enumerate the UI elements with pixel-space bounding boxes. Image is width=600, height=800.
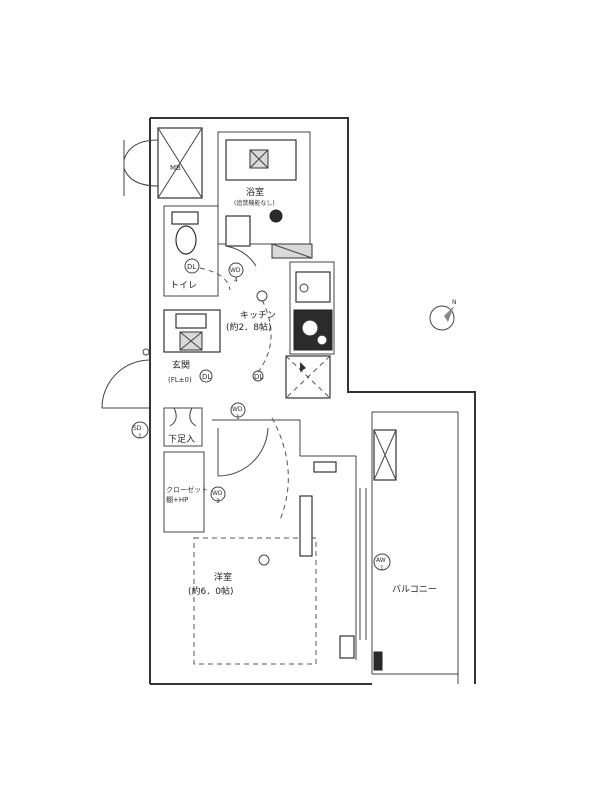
wd3-label: WD <box>212 490 223 497</box>
sd-label: SD <box>133 425 142 432</box>
meter-box: MB <box>123 127 203 199</box>
balcony-window: AW 1 <box>359 429 397 671</box>
wd-label-kitchen: WD <box>230 267 241 274</box>
toilet-room: DL トイレ <box>163 205 231 297</box>
western-size: (約6．0帖) <box>188 585 233 597</box>
closet: クローゼット 棚+HP WD 3 <box>163 451 226 533</box>
entrance: 玄関 (FL±0) DL SD 1 <box>101 346 213 440</box>
bath-note: (追焚機能なし) <box>234 199 275 207</box>
exterior-walls <box>149 117 476 685</box>
kitchen-label: キッチン <box>240 310 276 321</box>
washroom <box>225 215 313 267</box>
balcony-label: バルコニー <box>392 584 437 595</box>
shoebox-label: 下足入 <box>168 434 195 445</box>
kitchen-dl: DL <box>254 373 263 381</box>
toilet-dl: DL <box>187 263 196 271</box>
wd3-num: 3 <box>216 498 220 505</box>
entrance-label: 玄関 <box>172 359 190 371</box>
balcony: バルコニー <box>392 584 437 595</box>
entrance-dl: DL <box>202 373 211 381</box>
compass-icon: N <box>429 299 457 331</box>
compass-north: N <box>452 299 457 306</box>
entrance-fl: (FL±0) <box>168 376 192 384</box>
kitchen: WD 4 DL キッチン (約2．8帖) <box>226 261 335 399</box>
aw-num: 1 <box>380 565 384 572</box>
closet-sub: 棚+HP <box>166 495 188 504</box>
closet-label: クローゼット <box>166 485 208 494</box>
wd1-label: WD <box>232 406 243 413</box>
hall-door: WD 1 <box>212 402 300 521</box>
vanity <box>163 309 221 353</box>
toilet-label: トイレ <box>170 281 197 291</box>
wd1-num: 1 <box>236 414 240 421</box>
western-room: 洋室 (約6．0帖) <box>188 420 357 665</box>
bath-room: 浴室 (追焚機能なし) <box>217 131 311 245</box>
sd-num: 1 <box>138 433 142 440</box>
western-label: 洋室 <box>214 571 232 583</box>
kitchen-size: (約2．8帖) <box>226 321 271 333</box>
aw-label: AW <box>376 557 386 564</box>
bath-label: 浴室 <box>246 186 264 198</box>
mb-label: MB <box>170 164 181 172</box>
shoe-cabinet: 下足入 <box>163 407 203 447</box>
wd-num-kitchen: 4 <box>234 277 238 284</box>
